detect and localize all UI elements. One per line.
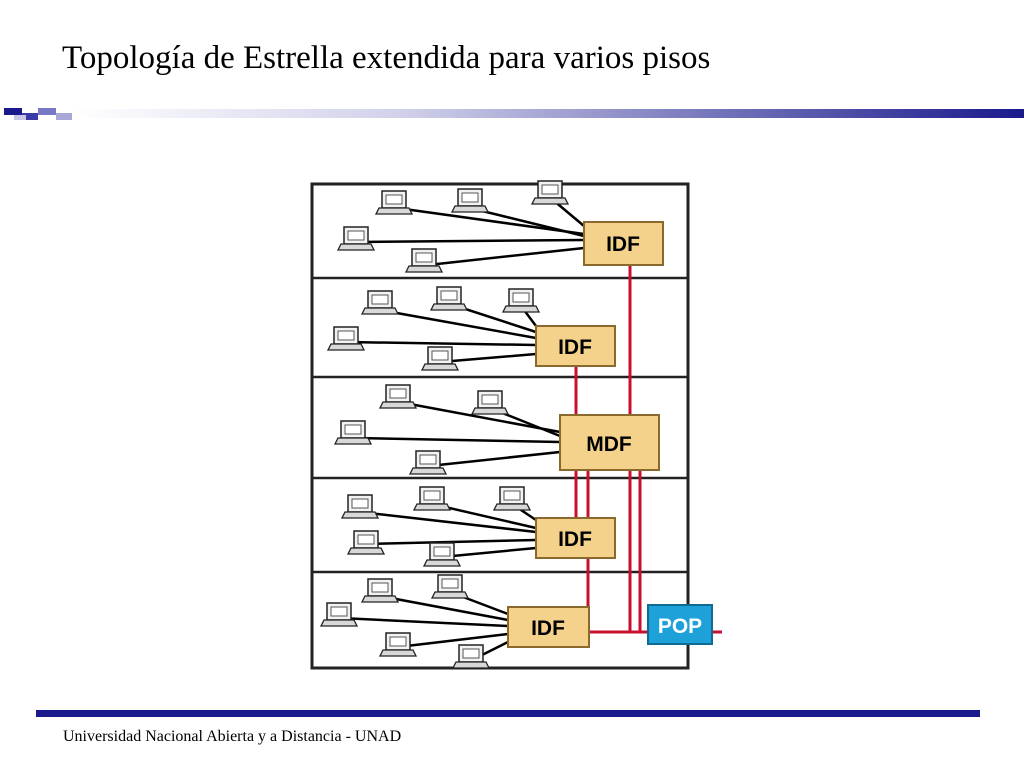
computer-icon xyxy=(431,574,469,599)
computer-icon xyxy=(493,486,531,511)
computer-icon xyxy=(327,326,365,351)
computer-icon xyxy=(375,190,413,215)
floor-5 xyxy=(339,590,509,662)
idf-label: IDF xyxy=(531,617,565,640)
idf-node xyxy=(535,325,616,367)
computer-icon xyxy=(337,226,375,251)
floor-1 xyxy=(357,199,585,267)
footer-rule xyxy=(36,710,980,717)
idf-node xyxy=(535,517,616,559)
idf-label: IDF xyxy=(558,528,592,551)
computer-icon xyxy=(451,188,489,213)
computer-icon xyxy=(379,632,417,657)
computer-icon xyxy=(341,494,379,519)
computer-icon xyxy=(361,578,399,603)
title-rule xyxy=(4,108,1024,120)
computer-icon xyxy=(423,542,461,567)
computer-icon xyxy=(379,384,417,409)
computer-icon xyxy=(413,486,451,511)
computer-icon xyxy=(347,530,385,555)
idf-label: IDF xyxy=(606,233,640,256)
mdf-node xyxy=(559,414,660,471)
computer-icon xyxy=(502,288,540,313)
idf-node xyxy=(583,221,664,266)
computer-icon xyxy=(334,420,372,445)
footer-text: Universidad Nacional Abierta y a Distanc… xyxy=(63,728,402,745)
computer-icon xyxy=(361,290,399,315)
computer-icon xyxy=(421,346,459,371)
slide-title: Topología de Estrella extendida para var… xyxy=(62,40,711,76)
computer-icon xyxy=(531,180,569,205)
mdf-label: MDF xyxy=(586,433,632,456)
computer-icon xyxy=(471,390,509,415)
computer-icon xyxy=(320,602,358,627)
idf-label: IDF xyxy=(558,336,592,359)
pop-label: POP xyxy=(658,615,702,638)
computer-icon xyxy=(405,248,443,273)
computer-icon xyxy=(452,644,490,669)
computer-icon xyxy=(430,286,468,311)
computer-icon xyxy=(409,450,447,475)
pop-node xyxy=(647,604,713,645)
idf-node xyxy=(507,606,590,648)
